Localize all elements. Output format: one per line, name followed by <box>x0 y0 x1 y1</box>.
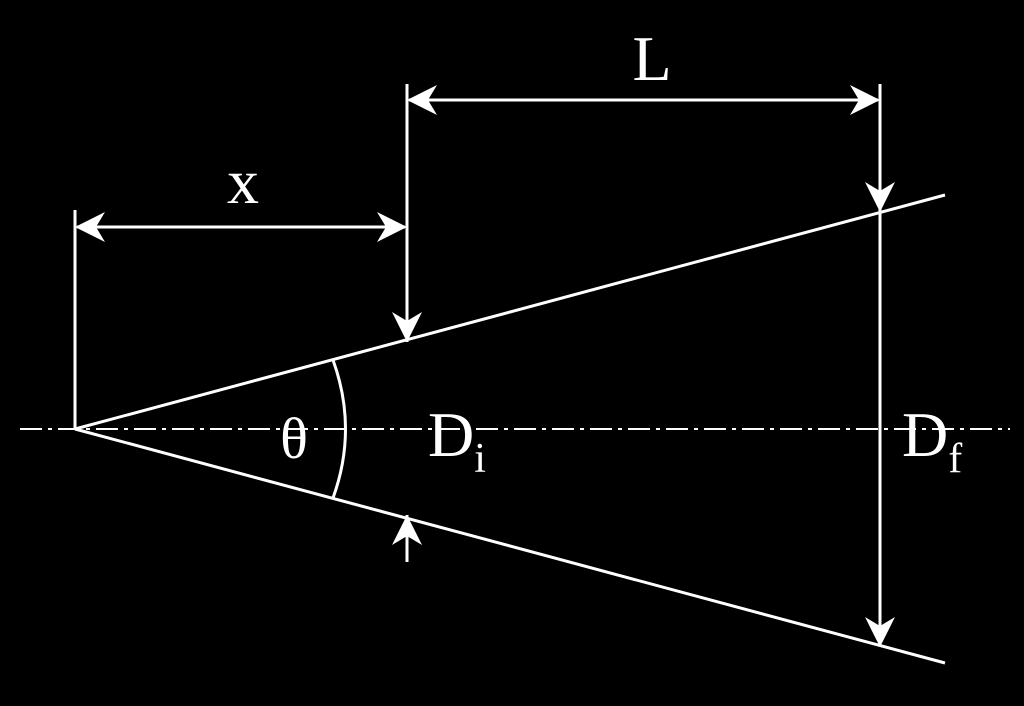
cone-lower-edge <box>74 427 946 665</box>
cone-upper-edge <box>74 193 946 431</box>
label-length-l: L <box>632 23 671 94</box>
label-final-diameter: Df <box>902 399 962 482</box>
angle-arc <box>331 359 347 499</box>
label-distance-x: x <box>227 146 259 217</box>
label-initial-diameter-base: D <box>428 399 474 470</box>
label-initial-diameter: Di <box>428 399 486 482</box>
label-final-diameter-base: D <box>902 399 948 470</box>
label-final-diameter-subscript: f <box>948 436 962 482</box>
label-angle-theta: θ <box>280 406 308 471</box>
label-initial-diameter-subscript: i <box>474 436 486 482</box>
